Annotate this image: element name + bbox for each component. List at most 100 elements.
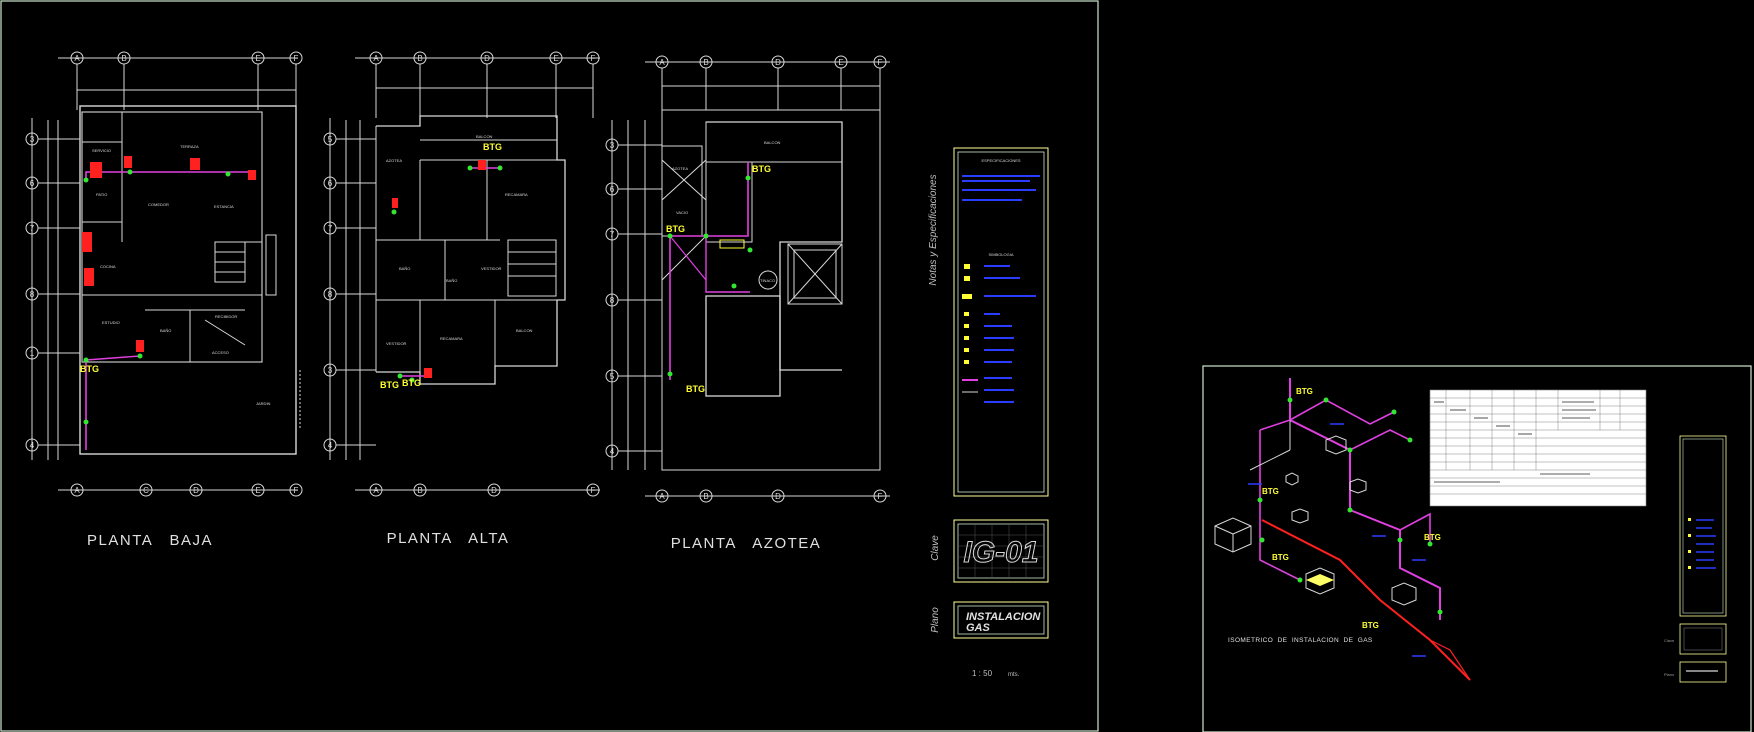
btg-tag: BTG — [1362, 621, 1379, 630]
axis-label: 8 — [328, 290, 333, 299]
axis-label: B — [703, 492, 708, 501]
axis-label: E — [553, 54, 558, 63]
axis-label: 3 — [30, 135, 35, 144]
axis-label: F — [878, 58, 883, 67]
plan-baja-axis-text: A B E F A C D E F 3 6 7 8 1 4 — [30, 54, 299, 495]
plan-azotea-gas-pipes — [667, 162, 753, 380]
btg-tag: BTG — [666, 224, 685, 234]
room-label: COCINA — [100, 264, 116, 269]
room-label: BAÑO — [160, 328, 171, 333]
axis-label: 8 — [610, 296, 615, 305]
iso-sheet-frame — [1202, 365, 1752, 732]
plan-alta-axis-text: A B D E F A B D F 5 6 7 8 3 4 — [328, 54, 596, 495]
legend-header: SIMBOLOGIA — [988, 252, 1013, 257]
room-label: AZOTEA — [386, 158, 402, 163]
btg-tag: BTG — [752, 164, 771, 174]
axis-bubbles-bottom — [58, 483, 303, 497]
axis-label: 7 — [328, 224, 333, 233]
axis-label: 4 — [30, 441, 35, 450]
axis-label: D — [484, 54, 490, 63]
axis-label: D — [775, 492, 781, 501]
axis-label: F — [294, 486, 299, 495]
room-label: BAÑO — [446, 278, 457, 283]
iso-btg-tags: BTG BTG BTG BTG BTG — [1262, 387, 1441, 630]
clave-label: Clave — [930, 535, 941, 561]
axis-label: 3 — [610, 141, 615, 150]
room-label: BALCON — [764, 140, 781, 145]
axis-label: A — [74, 54, 80, 63]
plan-planta-baja — [25, 51, 303, 497]
axis-label: A — [659, 58, 665, 67]
axis-label: A — [74, 486, 80, 495]
axis-label: D — [491, 486, 497, 495]
axis-label: A — [659, 492, 665, 501]
axis-label: E — [255, 486, 260, 495]
scale-value: 1 : 50 — [972, 669, 993, 678]
axis-label: 7 — [30, 224, 35, 233]
axis-label: B — [417, 486, 422, 495]
plan-title-planta-azotea: PLANTA AZOTEA — [671, 535, 822, 552]
axis-label: A — [373, 54, 379, 63]
room-label: AZOTEA — [672, 166, 688, 171]
btg-tag: BTG — [1272, 553, 1289, 562]
room-label: VESTIDOR — [386, 341, 407, 346]
axis-label: F — [878, 492, 883, 501]
plan-title-planta-alta: PLANTA ALTA — [387, 530, 510, 547]
btg-tag: BTG — [1424, 533, 1441, 542]
axis-label: 3 — [328, 366, 333, 375]
axis-label: 5 — [328, 135, 333, 144]
axis-label: F — [591, 54, 596, 63]
btg-tag: BTG — [1296, 387, 1313, 396]
scale-unit: mts. — [1008, 672, 1020, 678]
axis-label: 4 — [610, 447, 615, 456]
plan-azotea-room-labels: BALCON AZOTEA VACIO TINACO — [672, 140, 781, 283]
iso-drawing — [1214, 378, 1471, 681]
room-label: RECAMARA — [440, 336, 463, 341]
axis-label: F — [294, 54, 299, 63]
axis-label: B — [121, 54, 126, 63]
btg-tag: BTG — [380, 380, 399, 390]
room-label: VACIO — [676, 210, 688, 215]
axis-label: A — [373, 486, 379, 495]
axis-label: B — [703, 58, 708, 67]
clave-value: IG-01 — [963, 536, 1038, 569]
plano-value-line1: INSTALACION — [966, 611, 1041, 623]
plan-alta-room-labels: AZOTEA BALCON RECAMARA BAÑO VESTIDOR BAÑ… — [386, 134, 533, 346]
plan-alta-gas-pipes — [391, 160, 503, 383]
room-label: VESTIDOR — [481, 266, 502, 271]
room-label: PATIO — [96, 192, 107, 197]
plano-label: Plano — [930, 607, 941, 633]
room-label: JARDIN — [256, 401, 271, 406]
plan-planta-alta — [323, 51, 600, 497]
iso-notes-panel: Clave Plano — [1664, 435, 1727, 683]
axis-label: 7 — [610, 230, 615, 239]
room-label: BAÑO — [399, 266, 410, 271]
btg-tag: BTG — [402, 378, 421, 388]
notes-header: ESPECIFICACIONES — [981, 158, 1020, 163]
axis-label: 6 — [610, 185, 615, 194]
room-label: TINACO — [760, 278, 775, 283]
notes-vertical-title: Notas y Especificaciones — [928, 174, 939, 285]
iso-clave-label: Clave — [1664, 638, 1675, 643]
iso-title: ISOMETRICO DE INSTALACION DE GAS — [1228, 637, 1373, 644]
axis-label: D — [775, 58, 781, 67]
axis-label: 1 — [30, 349, 35, 358]
axis-label: 6 — [328, 179, 333, 188]
plano-value-line2: GAS — [966, 622, 991, 634]
plan-baja-gas-pipes — [82, 156, 256, 450]
legend-rows — [962, 264, 1036, 403]
axis-label: D — [193, 486, 199, 495]
room-label: COMEDOR — [148, 202, 169, 207]
axis-label: 4 — [328, 441, 333, 450]
plan-title-planta-baja: PLANTA BAJA — [87, 532, 213, 549]
axis-label: E — [838, 58, 843, 67]
room-label: SERVICIO — [92, 148, 111, 153]
room-label: RECAMARA — [505, 192, 528, 197]
btg-tag: BTG — [80, 364, 99, 374]
room-label: BALCON — [516, 328, 533, 333]
room-label: ACCESO — [212, 350, 229, 355]
room-label: BALCON — [476, 134, 493, 139]
btg-tag: BTG — [686, 384, 705, 394]
plan-baja-room-labels: SERVICIO TERRAZA COMEDOR ESTANCIA COCINA… — [92, 144, 271, 406]
